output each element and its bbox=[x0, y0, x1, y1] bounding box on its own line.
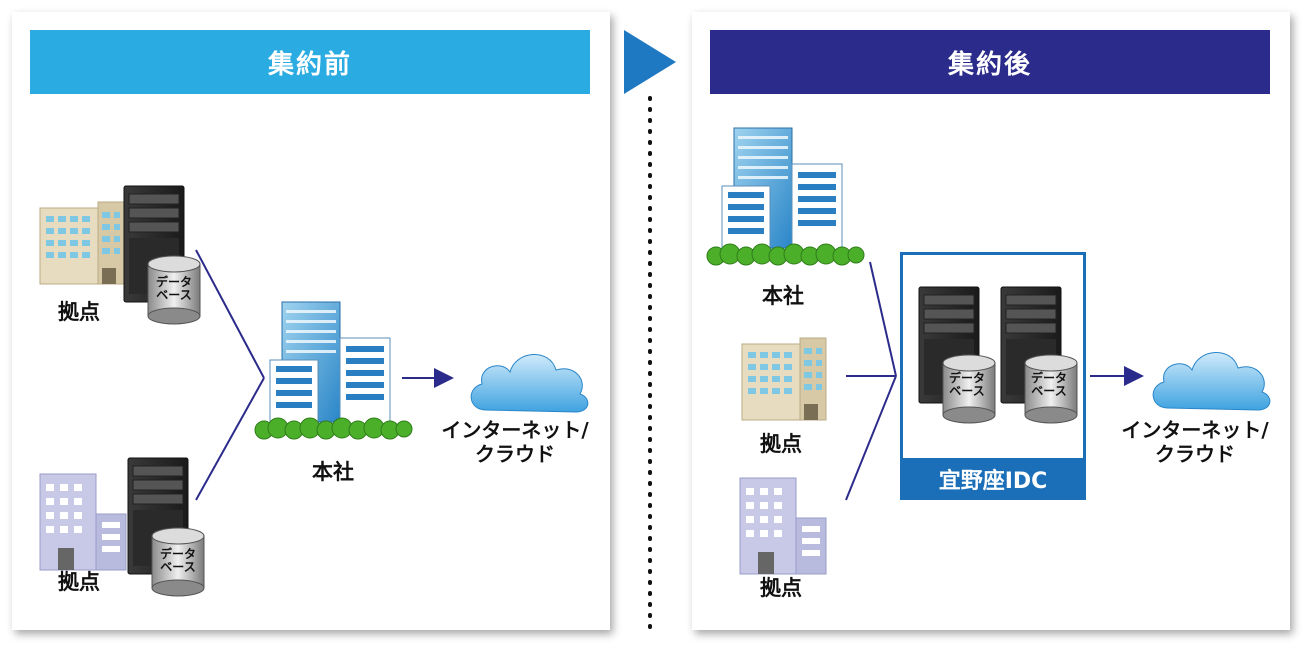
hq-label: 本社 bbox=[312, 460, 354, 484]
branch-label-3: 拠点 bbox=[760, 432, 802, 456]
transition-arrow-icon bbox=[624, 30, 676, 94]
branch-label-4: 拠点 bbox=[760, 576, 802, 600]
internet-label: インターネット/ クラウド bbox=[430, 418, 600, 466]
link-hq-idc bbox=[869, 261, 897, 377]
link-branch1-hq bbox=[195, 249, 265, 379]
branch-building-4 bbox=[739, 477, 827, 575]
internet-label-after: インターネット/ クラウド bbox=[1110, 418, 1280, 466]
link-branch2-hq bbox=[195, 377, 265, 501]
internet-label-after-line2: クラウド bbox=[1155, 442, 1235, 466]
before-header: 集約前 bbox=[30, 30, 590, 94]
branch-building-2 bbox=[39, 473, 127, 571]
hq-label-after: 本社 bbox=[762, 284, 804, 308]
internet-label-line1: インターネット/ bbox=[441, 418, 589, 442]
idc-db-label-1: データ ベース bbox=[948, 371, 985, 398]
internet-label-line2: クラウド bbox=[475, 442, 555, 466]
cloud-icon bbox=[470, 353, 589, 413]
db-label-2: データ ベース bbox=[159, 547, 196, 574]
branch-label-2: 拠点 bbox=[58, 570, 100, 594]
branch-label-1: 拠点 bbox=[58, 300, 100, 324]
branch-building-1 bbox=[39, 201, 125, 285]
idc-equipment bbox=[918, 286, 1078, 424]
idc-db-label-2: データ ベース bbox=[1030, 371, 1067, 398]
cloud-icon-after bbox=[1152, 351, 1271, 411]
internet-label-after-line1: インターネット/ bbox=[1121, 418, 1269, 442]
hq-building-after bbox=[706, 127, 865, 266]
link-branch4-idc bbox=[845, 375, 897, 501]
hq-building bbox=[254, 301, 413, 440]
after-header: 集約後 bbox=[710, 30, 1270, 94]
db-label-1: データ ベース bbox=[155, 275, 192, 302]
idc-label: 宜野座IDC bbox=[900, 458, 1086, 500]
branch-building-3 bbox=[741, 337, 827, 421]
